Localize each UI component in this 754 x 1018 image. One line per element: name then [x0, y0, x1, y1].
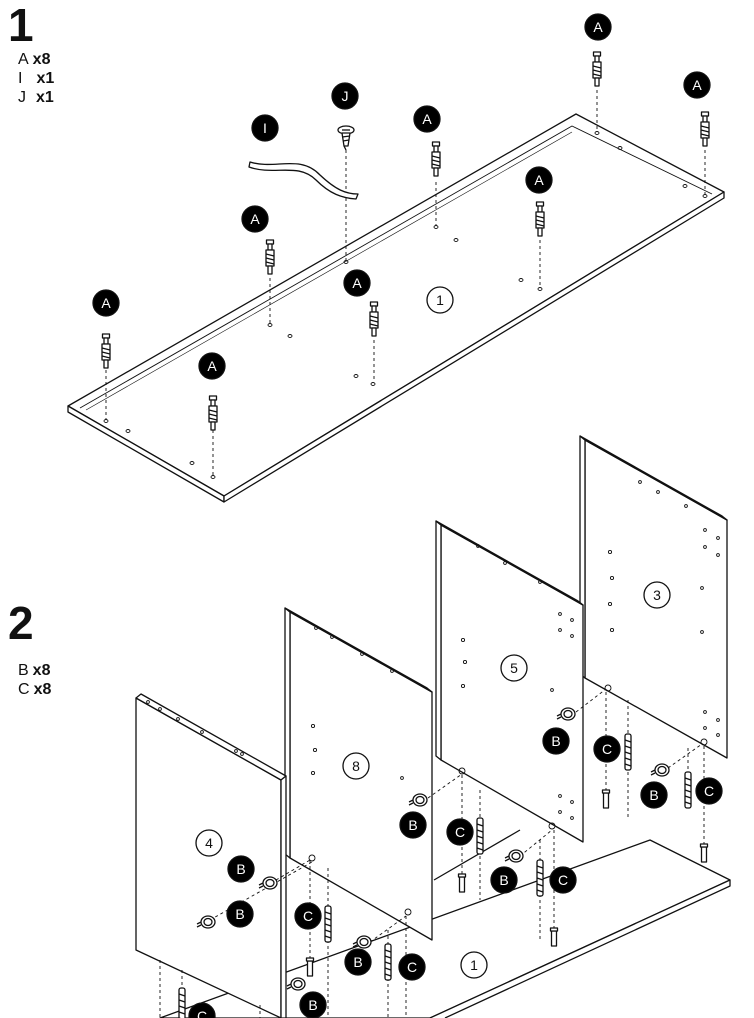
panel-number-5: 5 — [500, 654, 528, 682]
top-board-panel — [67, 113, 725, 503]
callout-c: C — [398, 953, 426, 981]
part-quantity: x8 — [33, 681, 52, 698]
callout-a: A — [413, 105, 441, 133]
top-board-holes — [103, 131, 708, 479]
callout-a-label: A — [250, 211, 260, 227]
panel-number-label: 1 — [436, 292, 444, 308]
guide-lines-step-1 — [105, 90, 706, 475]
part-quantity: x1 — [36, 89, 54, 106]
callout-a-label: A — [692, 77, 702, 93]
panel-number-8: 8 — [342, 752, 370, 780]
callout-a-label: A — [534, 172, 544, 188]
callout-c-label: C — [558, 872, 568, 888]
panel-number-label: 3 — [653, 587, 661, 603]
panel-number-bottom-board: 1 — [460, 951, 488, 979]
part-letter: A — [18, 51, 29, 68]
callout-a: A — [584, 13, 612, 41]
strip-i — [248, 161, 359, 200]
part-quantity: x8 — [32, 51, 51, 68]
panel-number-3: 3 — [643, 581, 671, 609]
callout-c-label: C — [197, 1008, 207, 1018]
bottom-board-panel — [159, 829, 731, 1018]
callout-b: B — [344, 948, 372, 976]
part-letter: C — [18, 681, 30, 698]
callout-a: A — [525, 166, 553, 194]
callout-i-label: I — [263, 120, 267, 136]
part-quantity: x8 — [32, 662, 51, 679]
callout-b: B — [399, 811, 427, 839]
panel-number-4: 4 — [195, 829, 223, 857]
callout-b: B — [542, 727, 570, 755]
part-letter: J — [18, 89, 26, 106]
callout-a: A — [683, 71, 711, 99]
callout-b: B — [227, 855, 255, 883]
callout-c-label: C — [455, 824, 465, 840]
callout-c: C — [593, 735, 621, 763]
callout-b-label: B — [551, 733, 560, 749]
callout-b-label: B — [308, 997, 317, 1013]
callout-b-label: B — [353, 954, 362, 970]
callout-c: C — [695, 777, 723, 805]
callout-c-label: C — [704, 783, 714, 799]
step-2-number: 2 — [8, 597, 34, 649]
panel-number-label: 8 — [352, 758, 360, 774]
callouts-step-2: B C B C B C B C B B C B C B C — [188, 727, 723, 1018]
callout-j: J — [331, 82, 359, 110]
callout-a-label: A — [101, 295, 111, 311]
callout-a-label: A — [352, 275, 362, 291]
callout-c-label: C — [303, 908, 313, 924]
callout-a: A — [241, 205, 269, 233]
callout-a: A — [92, 289, 120, 317]
part-quantity: x1 — [36, 70, 55, 87]
callout-b-label: B — [408, 817, 417, 833]
panel-number-label: 1 — [470, 957, 478, 973]
callout-a: A — [343, 269, 371, 297]
side-panel-4 — [135, 693, 287, 1018]
callout-c: C — [446, 818, 474, 846]
callouts-step-1: A A A A A A A A I J — [92, 13, 711, 380]
part-letter: B — [18, 662, 29, 679]
callout-c: C — [294, 902, 322, 930]
callout-b-label: B — [236, 861, 245, 877]
callout-a-label: A — [207, 358, 217, 374]
callout-j-label: J — [342, 88, 349, 104]
callout-i: I — [251, 114, 279, 142]
callout-b: B — [490, 866, 518, 894]
divider-panel-5 — [435, 520, 584, 843]
callout-a-label: A — [422, 111, 432, 127]
callout-c: C — [188, 1002, 216, 1018]
callout-a-label: A — [593, 19, 603, 35]
callout-b: B — [299, 991, 327, 1018]
panel-number-label: 4 — [205, 835, 213, 851]
callout-b: B — [226, 900, 254, 928]
callout-b-label: B — [235, 906, 244, 922]
panel-number-top-board: 1 — [426, 286, 454, 314]
callout-c-label: C — [602, 741, 612, 757]
screw-j — [337, 125, 355, 151]
callout-a: A — [198, 352, 226, 380]
callout-c-label: C — [407, 959, 417, 975]
step-1-number: 1 — [8, 0, 34, 51]
panel-number-label: 5 — [510, 660, 518, 676]
part-letter: I — [18, 70, 23, 87]
callout-b-label: B — [649, 787, 658, 803]
callout-c: C — [549, 866, 577, 894]
callout-b: B — [640, 781, 668, 809]
callout-b-label: B — [499, 872, 508, 888]
